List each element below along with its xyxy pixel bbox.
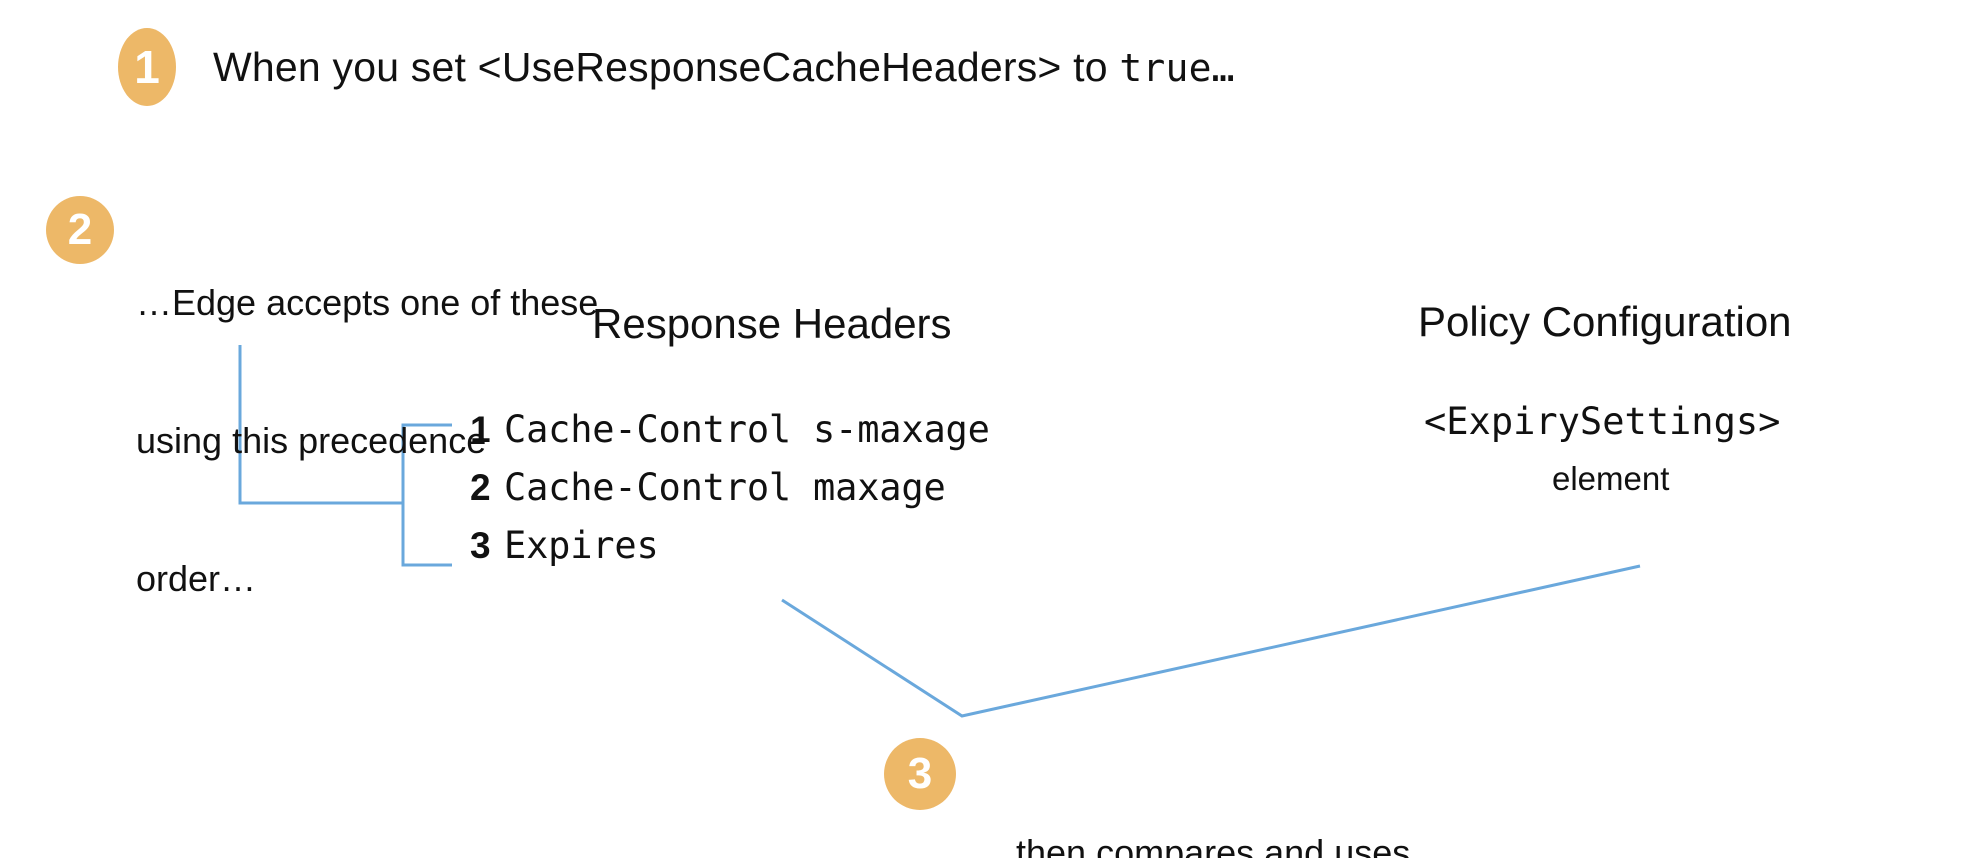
callout-2-line-2: using this precedence xyxy=(136,420,487,461)
callout-1-text: When you set <UseResponseCacheHeaders> t… xyxy=(213,44,1235,91)
connector-v-compare xyxy=(781,564,1641,718)
heading-policy-configuration: Policy Configuration xyxy=(1418,298,1792,345)
precedence-list: 1 Cache-Control s-maxage 2 Cache-Control… xyxy=(470,408,990,582)
list-item-label: Cache-Control s-maxage xyxy=(504,408,990,451)
list-item-number: 3 xyxy=(470,525,491,566)
callout-1-text-value: true… xyxy=(1119,46,1235,90)
heading-response-headers: Response Headers xyxy=(592,300,952,347)
list-item: 3 Expires xyxy=(470,524,990,582)
list-item-label: Expires xyxy=(504,524,659,567)
list-item: 1 Cache-Control s-maxage xyxy=(470,408,990,466)
callout-3-line-1: …then compares and uses xyxy=(980,832,1411,858)
policy-element-tag: <ExpirySettings> xyxy=(1424,400,1781,443)
list-item-number: 1 xyxy=(470,409,491,450)
list-item: 2 Cache-Control maxage xyxy=(470,466,990,524)
callout-1-text-prefix: When you set <UseResponseCacheHeaders> t… xyxy=(213,44,1120,90)
callout-3-text: …then compares and uses the lesser of th… xyxy=(980,738,1410,858)
list-item-number: 2 xyxy=(470,467,491,508)
callout-2-line-1: …Edge accepts one of these xyxy=(136,282,599,323)
callout-badge-3: 3 xyxy=(884,738,956,810)
callout-2-text: …Edge accepts one of these using this pr… xyxy=(136,188,598,694)
callout-badge-1: 1 xyxy=(118,28,176,106)
policy-element-word: element xyxy=(1552,460,1670,497)
callout-badge-2: 2 xyxy=(46,196,114,264)
callout-2-line-3: order… xyxy=(136,558,257,599)
list-item-label: Cache-Control maxage xyxy=(504,466,946,509)
